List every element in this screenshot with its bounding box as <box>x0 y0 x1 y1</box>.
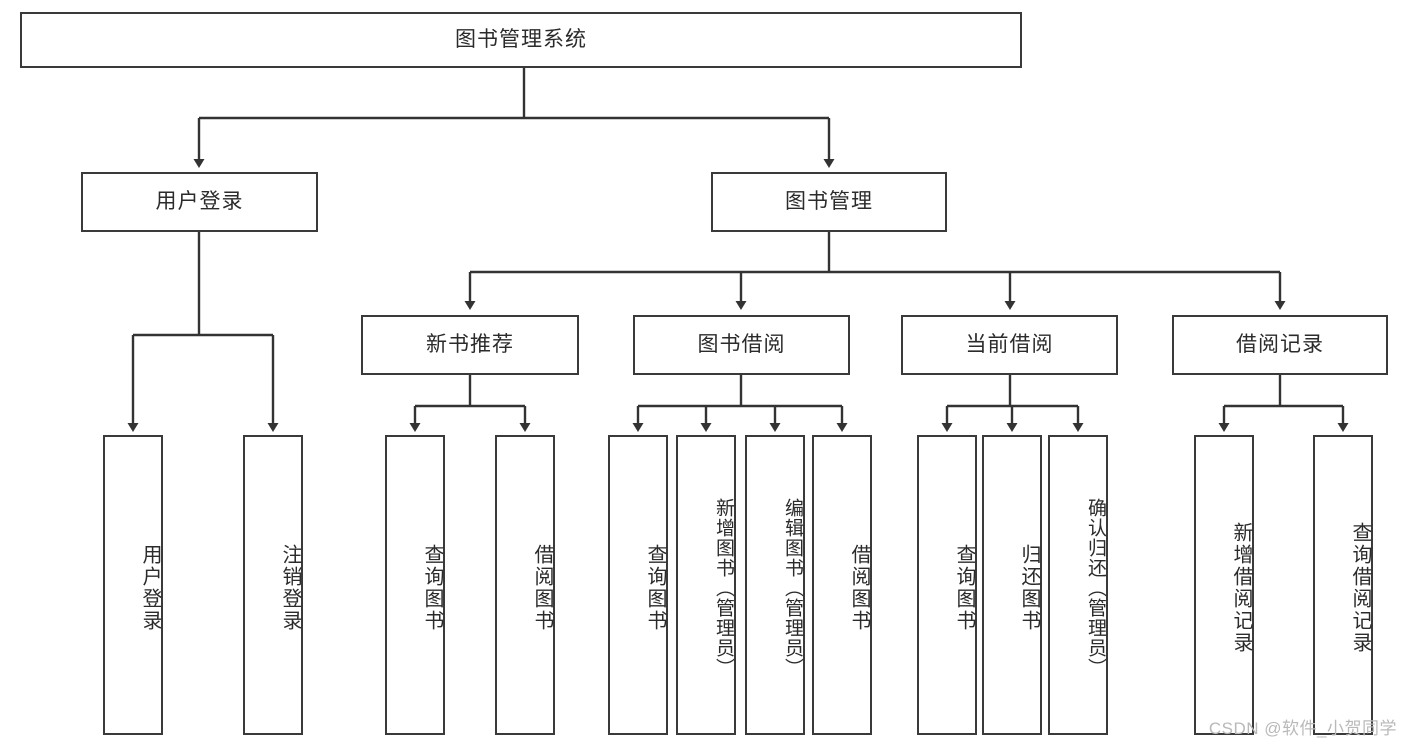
leaf-borrow-book[interactable]: 借阅图书 <box>812 435 872 735</box>
leaf-query-book-current[interactable]: 查询图书 <box>917 435 977 735</box>
node-root-system[interactable]: 图书管理系统 <box>20 12 1022 68</box>
leaf-confirm-return-admin[interactable]: 确认归还（管理员） <box>1048 435 1108 735</box>
node-user-login[interactable]: 用户登录 <box>81 172 318 232</box>
node-book-borrow[interactable]: 图书借阅 <box>633 315 850 375</box>
leaf-return-book[interactable]: 归还图书 <box>982 435 1042 735</box>
leaf-query-book-recommend[interactable]: 查询图书 <box>385 435 445 735</box>
leaf-add-borrow-record[interactable]: 新增借阅记录 <box>1194 435 1254 735</box>
leaf-add-book-admin[interactable]: 新增图书（管理员） <box>676 435 736 735</box>
watermark: CSDN @软件_小贺同学 <box>1208 719 1397 738</box>
leaf-query-borrow-record[interactable]: 查询借阅记录 <box>1313 435 1373 735</box>
leaf-query-book-borrow[interactable]: 查询图书 <box>608 435 668 735</box>
node-book-management[interactable]: 图书管理 <box>711 172 947 232</box>
node-current-borrow[interactable]: 当前借阅 <box>901 315 1118 375</box>
leaf-borrow-book-recommend[interactable]: 借阅图书 <box>495 435 555 735</box>
leaf-edit-book-admin[interactable]: 编辑图书（管理员） <box>745 435 805 735</box>
node-borrow-record[interactable]: 借阅记录 <box>1172 315 1388 375</box>
node-new-book-recommend[interactable]: 新书推荐 <box>361 315 579 375</box>
leaf-logout[interactable]: 注销登录 <box>243 435 303 735</box>
leaf-user-login[interactable]: 用户登录 <box>103 435 163 735</box>
